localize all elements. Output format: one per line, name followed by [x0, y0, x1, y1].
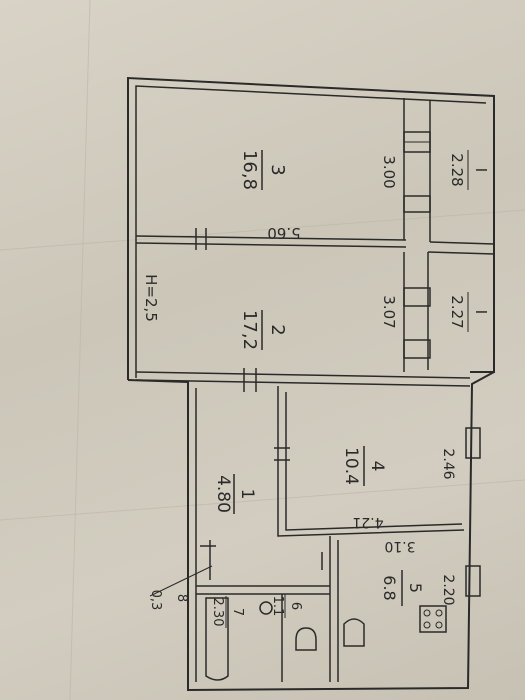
dim-room4-length: 4.21: [352, 514, 383, 530]
room-4-walls: [274, 386, 481, 537]
room4-outline: [277, 386, 465, 537]
balcony-top-area: 2.28: [448, 153, 466, 186]
wall-3-2: [135, 235, 407, 241]
room-7-number: 7: [230, 608, 245, 616]
balcony-top-bottom: [429, 241, 495, 245]
dim-ceiling-height: H=2,5: [142, 274, 160, 322]
bathroom-walls: [149, 540, 330, 682]
dim-room4-width: 2.46: [440, 448, 456, 479]
dim-room3-width: 3.00: [380, 155, 398, 188]
bathtub-icon: [205, 597, 229, 681]
room-5-number: 5: [406, 583, 425, 593]
room-4-area: 10.4: [341, 447, 361, 485]
stove-burner: [435, 621, 443, 629]
dim-length-total: 5.60: [267, 224, 300, 242]
dim-room2-width: 3.07: [380, 295, 398, 328]
window-mid: [403, 339, 431, 359]
washbasin-icon: [259, 601, 273, 615]
wall-row-divider: [135, 371, 471, 379]
wall-row-divider-inner: [135, 379, 471, 387]
room4-outline-inner: [285, 392, 463, 531]
balcony-mid-number: I: [472, 310, 490, 314]
inner-wall-top-block: [135, 85, 487, 378]
paper-crease: [0, 209, 525, 251]
dim-kitchen-length: 3.10: [384, 538, 415, 554]
room-7-area: 2.30: [210, 598, 225, 627]
stove-burner: [423, 609, 431, 617]
balcony-door-mid: [403, 287, 431, 307]
stove-burner: [435, 609, 443, 617]
room-3-area: 16,8: [239, 150, 260, 190]
stove-icon: [419, 605, 447, 633]
room-6-area: 1.1: [270, 596, 285, 617]
kitchen-walls: [321, 536, 481, 682]
sink-icon: [343, 618, 365, 647]
room-6-number: 6: [288, 602, 303, 610]
paper-crease: [69, 0, 91, 700]
outer-wall-bottom-block: [127, 371, 495, 692]
dim-kitchen-width: 2.20: [440, 574, 456, 605]
window-top: [403, 195, 431, 213]
balcony-top-number: I: [472, 168, 490, 172]
outer-wall-top-block: [127, 76, 495, 380]
room-8-area: 0,3: [148, 590, 163, 611]
room-3-number: 3: [267, 164, 288, 175]
room-8-number: 8: [174, 594, 189, 602]
top-rooms: [135, 98, 495, 392]
labels: 3 16,8 2 17,2 I 2.28 I 2.27 4 10.4 1 4.8…: [142, 150, 490, 628]
window-kitchen: [465, 565, 481, 597]
window-room4: [465, 427, 481, 459]
balcony-mid-area: 2.27: [448, 295, 466, 328]
room-1-area: 4.80: [213, 475, 233, 513]
stove-burner: [423, 621, 431, 629]
balcony-mid-top: [427, 251, 495, 255]
room-1-number: 1: [237, 489, 257, 500]
room-4-number: 4: [367, 461, 387, 472]
room-2-area: 17,2: [239, 310, 260, 350]
wall-3-2-inner: [135, 242, 407, 248]
toilet-icon: [295, 627, 317, 651]
room8-leader: [149, 565, 213, 597]
room-2-number: 2: [267, 324, 288, 335]
outer-walls: [127, 76, 495, 692]
room-5-area: 6.8: [380, 575, 399, 600]
paper-crease: [0, 479, 525, 521]
